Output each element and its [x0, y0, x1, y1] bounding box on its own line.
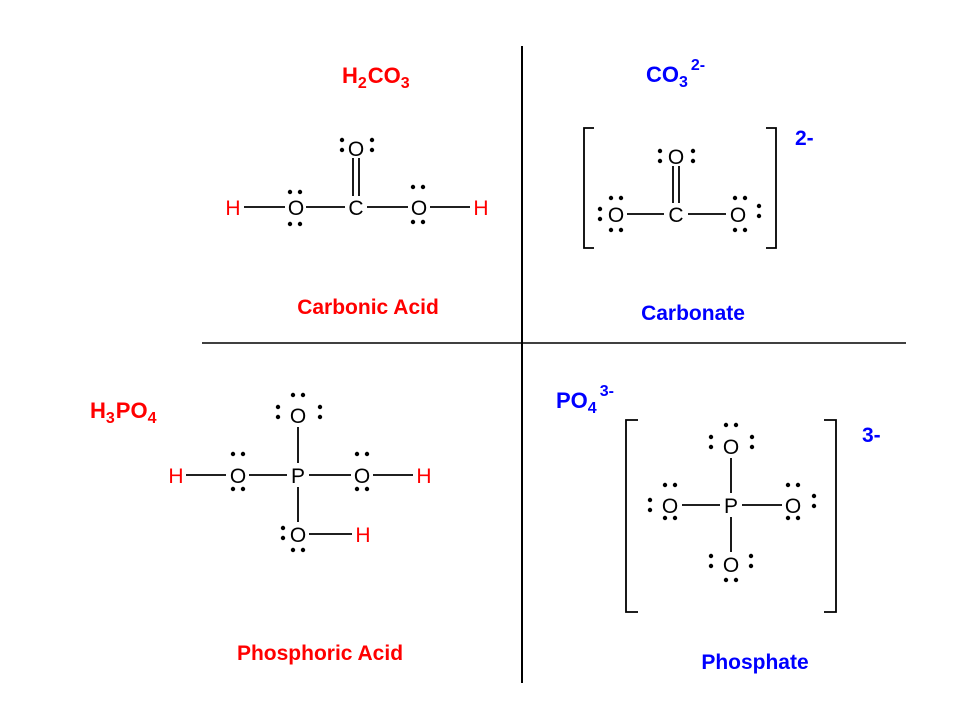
- phosphate-formula: PO43-: [556, 383, 614, 417]
- atom-p: P: [724, 495, 738, 518]
- atom-h-right: H: [416, 465, 431, 488]
- atom-c: C: [348, 197, 363, 220]
- carbonate-structure: O O C O: [597, 146, 762, 233]
- atom-o-right: O: [785, 495, 801, 518]
- atom-h-left: H: [225, 197, 240, 220]
- atom-o-right: O: [730, 204, 746, 227]
- phosphoric-acid-formula: H3PO4: [90, 398, 157, 427]
- atom-h-bottom: H: [355, 524, 370, 547]
- phosphoric-acid-structure: O H O P O H O H: [168, 392, 432, 553]
- atom-o-top: O: [290, 405, 306, 428]
- carbonic-acid-panel: H2CO3 O H O C O H: [225, 63, 488, 319]
- phosphoric-acid-name: Phosphoric Acid: [237, 642, 403, 665]
- atom-o-right: O: [411, 197, 427, 220]
- atom-o-left: O: [230, 465, 246, 488]
- phosphate-structure: O O P O O: [647, 422, 817, 583]
- carbonate-formula: CO32-: [646, 57, 705, 91]
- atom-h-right: H: [473, 197, 488, 220]
- carbonic-acid-structure: O H O C O H: [225, 137, 489, 227]
- carbonate-charge: 2-: [795, 127, 814, 150]
- atom-o-left: O: [608, 204, 624, 227]
- carbonate-panel: CO32- 2- O O C O Carb: [583, 57, 814, 325]
- right-bracket: [766, 127, 777, 249]
- right-bracket: [824, 419, 837, 613]
- lone-pairs: [287, 137, 426, 227]
- carbonic-acid-formula: H2CO3: [342, 63, 410, 92]
- atom-o-top: O: [723, 436, 739, 459]
- atom-o-left: O: [288, 197, 304, 220]
- left-bracket: [583, 127, 594, 249]
- lone-pairs: [230, 392, 370, 553]
- atom-o-bottom: O: [290, 524, 306, 547]
- phosphate-name: Phosphate: [701, 651, 808, 674]
- atom-o-left: O: [662, 495, 678, 518]
- atom-o-right: O: [354, 465, 370, 488]
- atom-p: P: [291, 465, 305, 488]
- phosphate-panel: PO43- 3- O O P O O: [556, 383, 881, 674]
- phosphate-charge: 3-: [862, 424, 881, 447]
- atom-c: C: [668, 204, 683, 227]
- carbonic-acid-name: Carbonic Acid: [297, 296, 439, 319]
- lone-pairs: [597, 148, 762, 233]
- lone-pairs: [647, 422, 817, 583]
- atom-o-top: O: [348, 138, 364, 161]
- left-bracket: [625, 419, 638, 613]
- carbonate-name: Carbonate: [641, 302, 745, 325]
- atom-o-bottom: O: [723, 554, 739, 577]
- atom-o-top: O: [668, 146, 684, 169]
- atom-h-left: H: [168, 465, 183, 488]
- phosphoric-acid-panel: H3PO4 O H O P O H O H: [90, 392, 432, 665]
